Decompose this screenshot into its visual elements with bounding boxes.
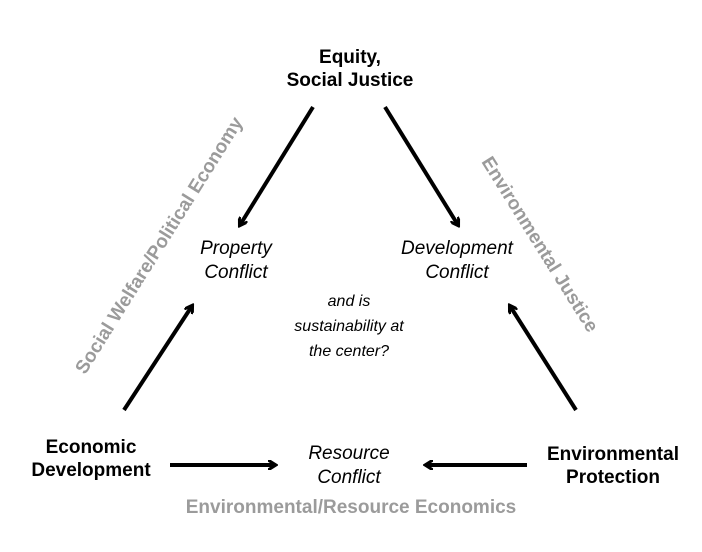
conflict-development: Development Conflict <box>382 237 532 285</box>
conflict-property: Property Conflict <box>176 237 296 285</box>
center-question-line2: sustainability at <box>294 318 404 335</box>
center-question: and is sustainability at the center? <box>269 289 429 364</box>
conflict-property-line2: Conflict <box>204 262 268 283</box>
node-economic-development: Economic Development <box>16 436 166 482</box>
node-environmental-protection: Environmental Protection <box>528 443 698 489</box>
conflict-property-line1: Property <box>200 238 272 259</box>
node-equity-line2: Social Justice <box>286 70 414 91</box>
node-environmental-line1: Environmental <box>547 444 679 465</box>
node-environmental-line2: Protection <box>566 467 660 488</box>
conflict-development-line1: Development <box>401 238 513 259</box>
conflict-development-line2: Conflict <box>425 262 489 283</box>
node-equity-social-justice: Equity, Social Justice <box>250 46 450 92</box>
conflict-resource-line1: Resource <box>308 443 390 464</box>
arrow-economic-to-property <box>122 306 192 412</box>
arrow-equity-to-development <box>383 105 458 225</box>
conflict-resource-line2: Conflict <box>317 467 381 488</box>
node-economic-line2: Development <box>31 460 151 481</box>
arrow-equity-to-property <box>240 105 315 225</box>
node-economic-line1: Economic <box>45 437 137 458</box>
center-question-line1: and is <box>327 293 371 310</box>
arrow-environmental-to-development <box>510 306 578 412</box>
axis-label-bottom: Environmental/Resource Economics <box>185 497 517 518</box>
conflict-resource: Resource Conflict <box>289 442 409 490</box>
center-question-line3: the center? <box>308 343 390 360</box>
node-equity-line1: Equity, <box>319 47 381 68</box>
